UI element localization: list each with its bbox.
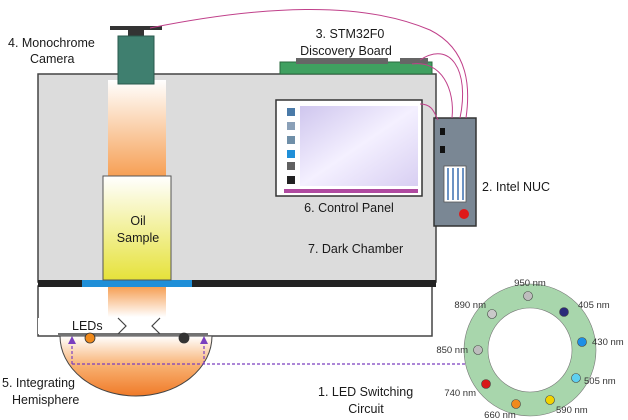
hemisphere-led-dark	[178, 332, 190, 344]
board-header-right	[400, 58, 428, 64]
led-ring-inner-edge	[487, 307, 573, 393]
camera-label-line2: Camera	[30, 52, 75, 66]
led-label-505: 505 nm	[584, 376, 616, 387]
wire-board-nuc-2	[411, 63, 453, 119]
dark-chamber-label: 7. Dark Chamber	[308, 242, 403, 256]
light-beam-upper	[108, 80, 166, 176]
filter-window	[82, 280, 192, 287]
hemisphere-label-line1: 5. Integrating	[2, 376, 75, 390]
nuc-port-2	[440, 146, 445, 153]
control-panel-label: 6. Control Panel	[304, 201, 394, 215]
led-dot-430	[577, 337, 587, 347]
led-dot-405	[559, 307, 569, 317]
oil-sample	[102, 175, 172, 281]
led-label-850: 850 nm	[436, 345, 468, 356]
led-label-405: 405 nm	[578, 300, 610, 311]
led-dot-505	[571, 373, 581, 383]
wire-board-nuc-1	[419, 53, 464, 119]
led-dot-590	[545, 395, 555, 405]
led-notch-right	[151, 317, 161, 335]
wire-camera-nuc	[149, 8, 469, 119]
integrating-hemisphere	[59, 335, 213, 397]
led-label-590: 590 nm	[556, 405, 588, 416]
led-label-890: 890 nm	[454, 300, 486, 311]
control-panel-bar	[284, 189, 418, 193]
hemisphere-led-orange	[84, 332, 96, 344]
hemisphere-label-line2: Hemisphere	[12, 393, 79, 407]
nuc-port-1	[440, 128, 445, 135]
led-label-740: 740 nm	[444, 388, 476, 399]
switching-label-line1: 1. LED Switching	[318, 385, 413, 399]
led-label-950: 950 nm	[514, 278, 546, 289]
led-dot-890	[487, 309, 497, 319]
led-dot-950	[523, 291, 533, 301]
wire-panel-nuc	[419, 103, 439, 121]
leds-label: LEDs	[72, 319, 103, 333]
led-arrowhead-left	[68, 336, 76, 344]
control-panel-buttons	[287, 108, 295, 184]
oil-label-line1: Oil	[130, 214, 145, 228]
nuc-vents	[443, 165, 467, 203]
light-beam-lower	[108, 287, 166, 317]
camera-label-line1: 4. Monochrome	[8, 36, 95, 50]
board-label-line2: Discovery Board	[300, 44, 392, 58]
nuc-power-button	[459, 209, 469, 219]
led-label-430: 430 nm	[592, 337, 624, 348]
control-panel-screen	[300, 106, 418, 186]
led-arrowhead-right	[200, 336, 208, 344]
board-label-line1: 3. STM32F0	[316, 27, 385, 41]
filter-strip	[38, 280, 436, 287]
camera-mount	[110, 26, 162, 30]
led-dot-660	[511, 399, 521, 409]
camera-body	[117, 35, 155, 85]
led-label-660: 660 nm	[484, 410, 516, 420]
led-notch-left	[117, 317, 127, 335]
oil-label-line2: Sample	[117, 231, 159, 245]
led-dot-850	[473, 345, 483, 355]
led-dot-740	[481, 379, 491, 389]
led-bracket-right	[152, 318, 208, 334]
led-ring-outer-edge	[463, 283, 597, 417]
camera-lens	[128, 30, 144, 36]
nuc-label: 2. Intel NUC	[482, 180, 550, 194]
board-header	[296, 58, 388, 64]
switching-label-line2: Circuit	[348, 402, 384, 416]
led-bracket	[38, 318, 126, 334]
